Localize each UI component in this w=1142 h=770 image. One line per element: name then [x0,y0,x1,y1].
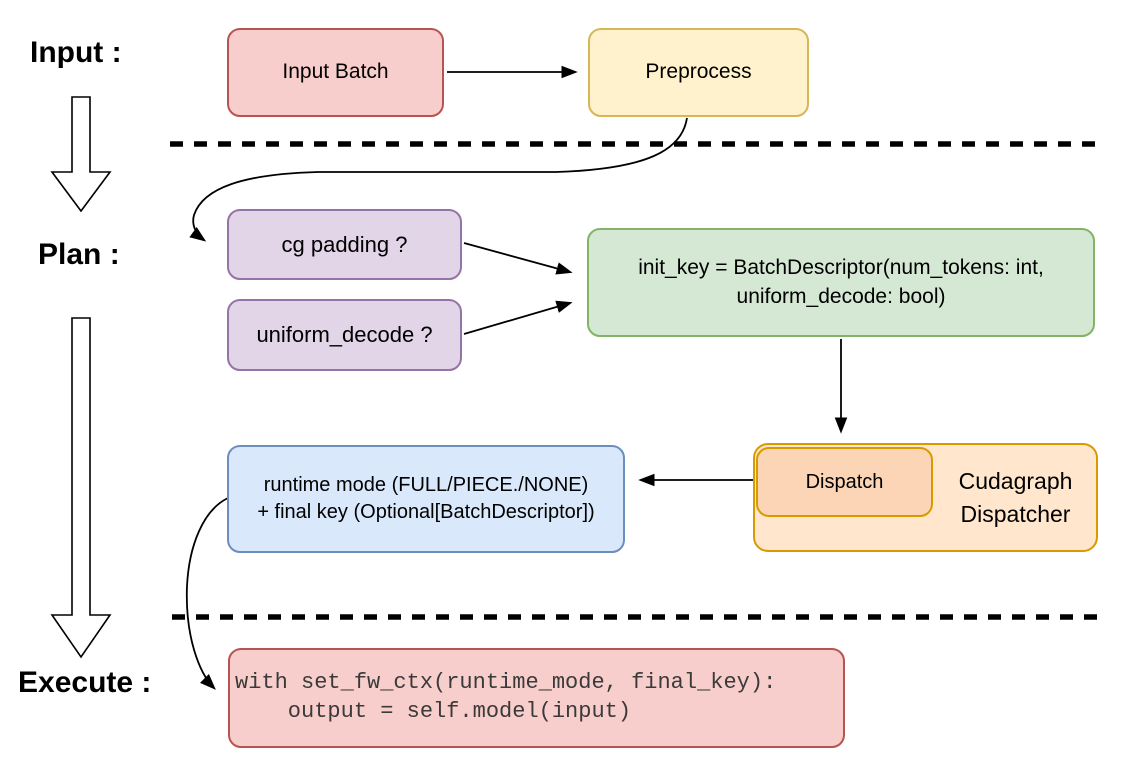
stage-label-input: Input : [30,36,122,69]
execute-code-line2: output = self.model(input) [235,699,632,724]
node-runtime-result-line2: + final key (Optional[BatchDescriptor]) [257,501,595,523]
node-uniform-decode: uniform_decode ? [227,299,462,371]
node-preprocess: Preprocess [588,28,809,117]
stage-label-plan: Plan : [38,238,120,271]
cudagraph-label-line2: Dispatcher [960,500,1071,527]
node-input-batch: Input Batch [227,28,444,117]
node-preprocess-label: Preprocess [645,60,752,84]
node-cudagraph-dispatcher-label: Cudagraph Dispatcher [933,443,1098,552]
node-runtime-result-line1: runtime mode (FULL/PIECE./NONE) [263,474,589,496]
cudagraph-label-line1: Cudagraph [958,468,1073,495]
arrow-cg-padding-to-init-key [463,242,573,275]
stage-label-execute: Execute : [18,666,152,699]
node-init-key-line1: init_key = BatchDescriptor(num_tokens: i… [638,256,1044,280]
node-cg-padding: cg padding ? [227,209,462,280]
arrow-uniform-decode-to-init-key [463,300,573,335]
node-cg-padding-label: cg padding ? [281,231,408,257]
node-uniform-decode-label: uniform_decode ? [256,322,433,348]
node-init-key-line2: uniform_decode: bool) [736,284,946,308]
node-init-key: init_key = BatchDescriptor(num_tokens: i… [587,228,1095,337]
node-input-batch-label: Input Batch [282,60,389,84]
execute-code-line1: with set_fw_ctx(runtime_mode, final_key)… [235,670,777,696]
node-dispatch-label: Dispatch [805,470,884,493]
node-dispatch: Dispatch [756,447,933,517]
node-runtime-result: runtime mode (FULL/PIECE./NONE) + final … [227,445,625,553]
stage-down-arrow-input-to-plan-icon [50,96,112,213]
node-execute-code: with set_fw_ctx(runtime_mode, final_key)… [228,648,845,748]
arrow-preprocess-to-cg-padding [189,117,688,242]
arrow-runtime-result-to-execute-code [185,497,229,690]
stage-down-arrow-plan-to-execute-icon [50,317,112,659]
